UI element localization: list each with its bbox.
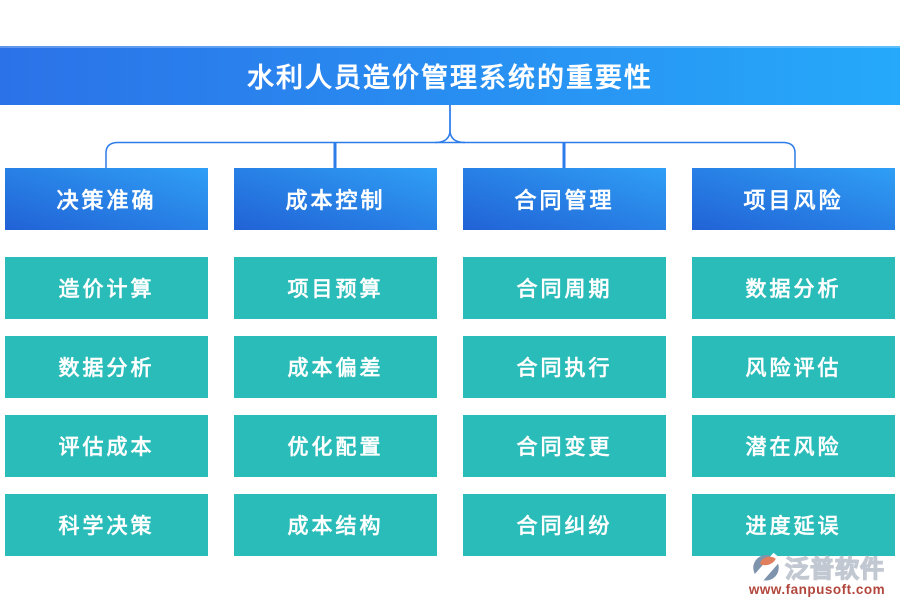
watermark: 泛普软件 www.fanpusoft.com: [742, 549, 892, 597]
item-label: 造价计算: [58, 277, 155, 301]
diagram-title: 水利人员造价管理系统的重要性: [247, 63, 653, 93]
item-label: 数据分析: [745, 277, 842, 301]
branch-rail: [105, 141, 796, 169]
header-row: 决策准确 成本控制 合同管理 项目风险: [5, 168, 895, 230]
fanpu-logo-icon: [751, 552, 782, 582]
column-header-label: 决策准确: [56, 188, 157, 213]
item-label: 科学决策: [58, 514, 155, 538]
watermark-brand-text: 泛普软件: [784, 555, 885, 583]
item-label: 数据分析: [58, 356, 155, 380]
item-row-1: 造价计算 项目预算 合同周期 数据分析: [5, 257, 895, 319]
column-header-label: 合同管理: [514, 188, 615, 213]
item-label: 成本结构: [287, 514, 384, 538]
item-cell: 项目预算: [234, 257, 437, 319]
item-cell: 合同执行: [463, 336, 666, 398]
item-label: 合同执行: [516, 356, 613, 380]
item-cell: 成本偏差: [234, 336, 437, 398]
item-row-4: 科学决策 成本结构 合同纠纷 进度延误: [5, 494, 895, 556]
item-cell: 评估成本: [5, 415, 208, 477]
item-cell: 风险评估: [692, 336, 895, 398]
watermark-header: 泛普软件: [749, 549, 885, 584]
trunk-line-left-flare: [434, 105, 451, 144]
item-cell: 数据分析: [692, 257, 895, 319]
column-header-decision: 决策准确: [5, 168, 208, 230]
item-label: 合同纠纷: [516, 514, 613, 538]
item-label: 合同变更: [516, 435, 613, 459]
item-cell: 合同纠纷: [463, 494, 666, 556]
column-header-contract: 合同管理: [463, 168, 666, 230]
item-cell: 合同变更: [463, 415, 666, 477]
item-cell: 数据分析: [5, 336, 208, 398]
item-label: 风险评估: [745, 356, 842, 380]
item-label: 成本偏差: [287, 356, 384, 380]
item-cell: 成本结构: [234, 494, 437, 556]
connector-lines: [105, 105, 796, 170]
item-cell: 造价计算: [5, 257, 208, 319]
item-cell: 进度延误: [692, 494, 895, 556]
item-label: 潜在风险: [745, 435, 842, 459]
column-header-cost-control: 成本控制: [234, 168, 437, 230]
column-header-label: 项目风险: [743, 188, 844, 213]
item-cell: 潜在风险: [692, 415, 895, 477]
column-header-label: 成本控制: [285, 188, 386, 213]
column-header-risk: 项目风险: [692, 168, 895, 230]
item-label: 评估成本: [58, 435, 155, 459]
item-cell: 科学决策: [5, 494, 208, 556]
diagram-title-banner: 水利人员造价管理系统的重要性: [0, 46, 900, 105]
item-label: 项目预算: [287, 277, 384, 301]
trunk-line-right-flare: [449, 105, 466, 144]
item-label: 进度延误: [745, 514, 842, 538]
watermark-url-text: www.fanpusoft.com: [748, 582, 886, 597]
item-cell: 合同周期: [463, 257, 666, 319]
item-cell: 优化配置: [234, 415, 437, 477]
item-row-3: 评估成本 优化配置 合同变更 潜在风险: [5, 415, 895, 477]
item-row-2: 数据分析 成本偏差 合同执行 风险评估: [5, 336, 895, 398]
item-label: 合同周期: [516, 277, 613, 301]
item-label: 优化配置: [287, 435, 384, 459]
